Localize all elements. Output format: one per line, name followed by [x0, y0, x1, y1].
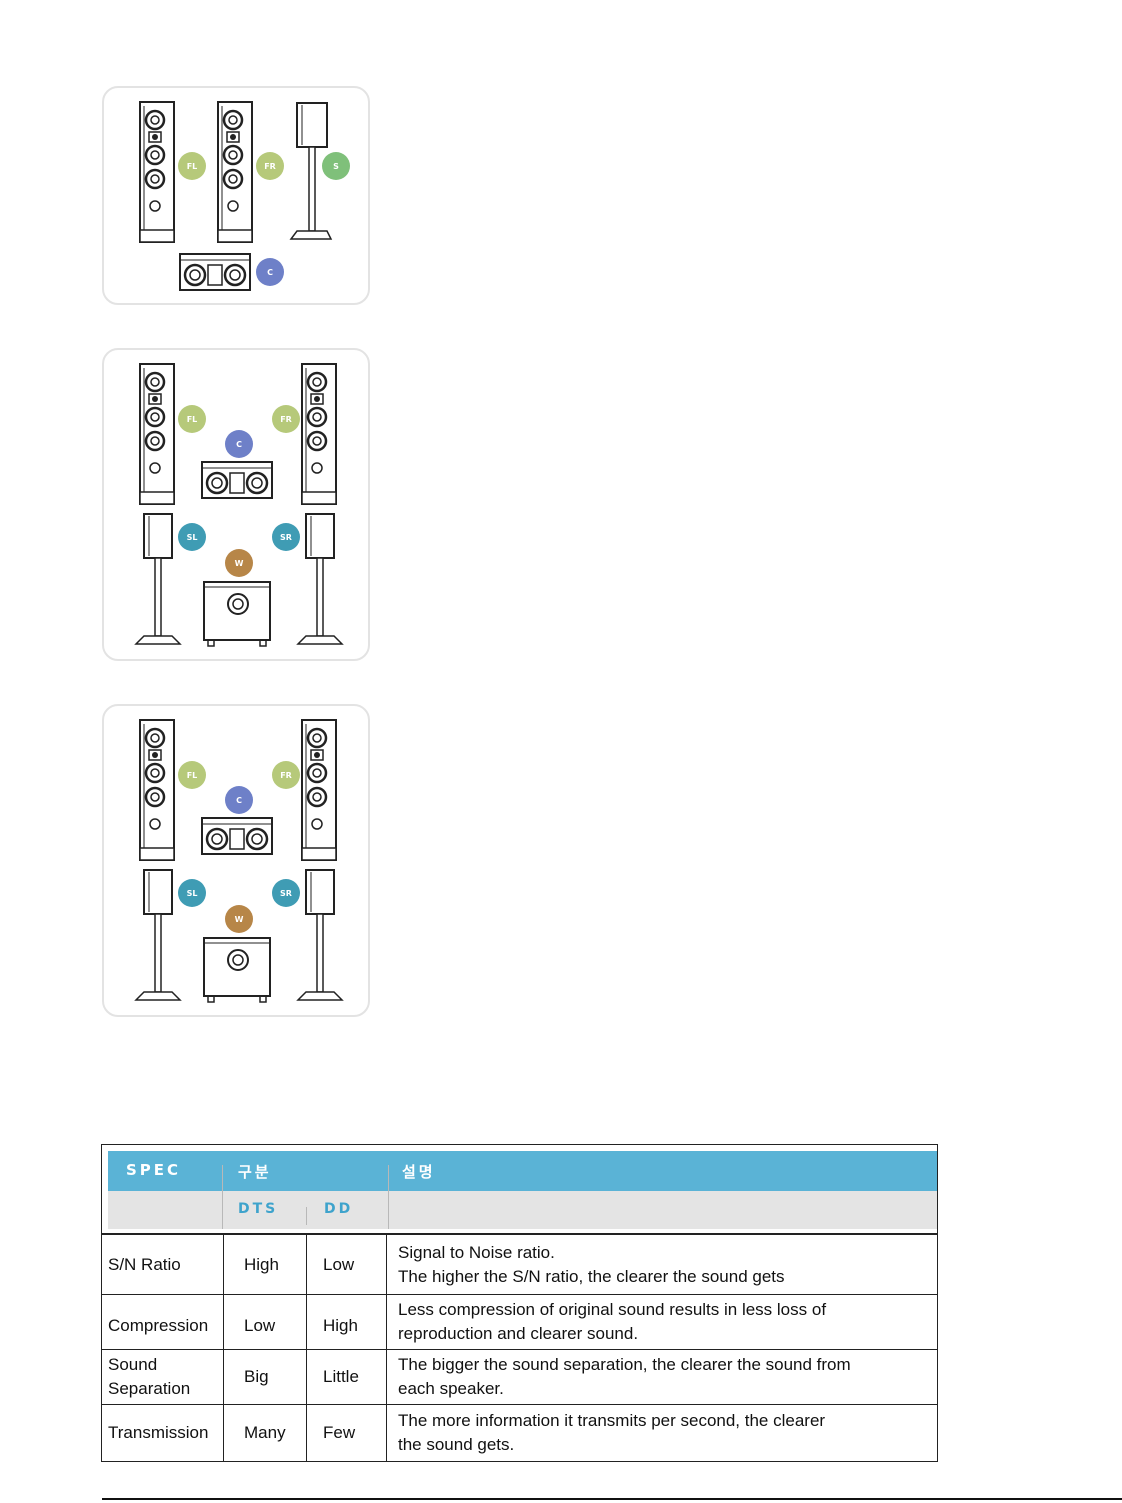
center-speaker-icon [200, 460, 274, 500]
table-row: Transmission Many Few The more informati… [102, 1404, 937, 1461]
spec-description: The more information it transmits per se… [386, 1405, 937, 1461]
dd-value: Few [306, 1405, 386, 1461]
speaker-layout-1-illustration: FL FR S C [138, 100, 350, 292]
surround-left-speaker-icon [135, 869, 181, 1001]
badge-fr-label: FR [280, 771, 292, 780]
spec-description: Signal to Noise ratio.The higher the S/N… [386, 1235, 937, 1294]
header-description: 설명 [402, 1163, 436, 1181]
header-dd: DD [324, 1201, 354, 1217]
speaker-layout-panel-1: FL FR S C [102, 86, 370, 305]
badge-c-label: C [236, 440, 242, 449]
footer-rule [102, 1498, 1122, 1500]
surround-right-speaker-icon [297, 513, 343, 645]
badge-sr-label: SR [280, 889, 292, 898]
badge-s-label: S [333, 162, 339, 171]
front-right-speaker-icon [216, 100, 254, 244]
badge-c [256, 258, 284, 286]
surround-speaker-icon [289, 102, 333, 240]
badge-w-label: W [235, 559, 244, 568]
table-row: S/N Ratio High Low Signal to Noise ratio… [102, 1234, 937, 1294]
woofer-speaker-icon [203, 937, 271, 1003]
header-dts: DTS [238, 1201, 279, 1217]
header-category: 구분 [238, 1163, 272, 1181]
dts-value: Many [223, 1405, 306, 1461]
table-row: Compression Low High Less compression of… [102, 1294, 937, 1349]
badge-fl-label: FL [187, 415, 198, 424]
speaker-layout-2-illustration: FL FR C SL SR W [135, 362, 343, 647]
dts-value: Low [223, 1295, 306, 1349]
spec-table: SPEC 구분 설명 DTS DD S/N Ratio High Low Sig… [101, 1144, 938, 1462]
surround-left-speaker-icon [135, 513, 181, 645]
badge-fl [178, 152, 206, 180]
front-left-speaker-icon [138, 718, 176, 862]
badge-fr-label: FR [280, 415, 292, 424]
badge-s [322, 152, 350, 180]
badge-sl-label: SL [187, 533, 198, 542]
dd-value: Little [306, 1350, 386, 1404]
speaker-layout-3-illustration: FL FR C SL SR W [135, 718, 343, 1003]
badge-fl-label: FL [187, 771, 198, 780]
badge-sl-label: SL [187, 889, 198, 898]
spec-name: Transmission [108, 1423, 209, 1442]
dd-value: Low [306, 1235, 386, 1294]
front-right-speaker-icon [300, 718, 338, 862]
badge-fl-label: FL [187, 162, 198, 171]
front-right-speaker-icon [300, 362, 338, 506]
speaker-layout-panel-3: FL FR C SL SR W [102, 704, 370, 1017]
dd-value: High [306, 1295, 386, 1349]
badge-fr-label: FR [264, 162, 276, 171]
front-left-speaker-icon [138, 362, 176, 506]
badge-c-label: C [236, 796, 242, 805]
badge-fr [256, 152, 284, 180]
surround-right-speaker-icon [297, 869, 343, 1001]
badge-c-label: C [267, 268, 273, 277]
center-speaker-icon [200, 816, 274, 856]
speaker-layout-panel-2: FL FR C SL SR W [102, 348, 370, 661]
header-spec: SPEC [126, 1161, 182, 1179]
spec-description: The bigger the sound separation, the cle… [386, 1350, 937, 1404]
spec-description: Less compression of original sound resul… [386, 1295, 937, 1349]
front-left-speaker-icon [138, 100, 176, 244]
dts-value: High [223, 1235, 306, 1294]
dts-value: Big [223, 1350, 306, 1404]
center-speaker-icon [178, 252, 252, 292]
spec-name: Compression [108, 1316, 209, 1335]
spec-name: S/N Ratio [108, 1254, 181, 1274]
badge-sr-label: SR [280, 533, 292, 542]
badge-w-label: W [235, 915, 244, 924]
spec-table-header: SPEC 구분 설명 DTS DD [102, 1145, 937, 1234]
woofer-speaker-icon [203, 581, 271, 647]
